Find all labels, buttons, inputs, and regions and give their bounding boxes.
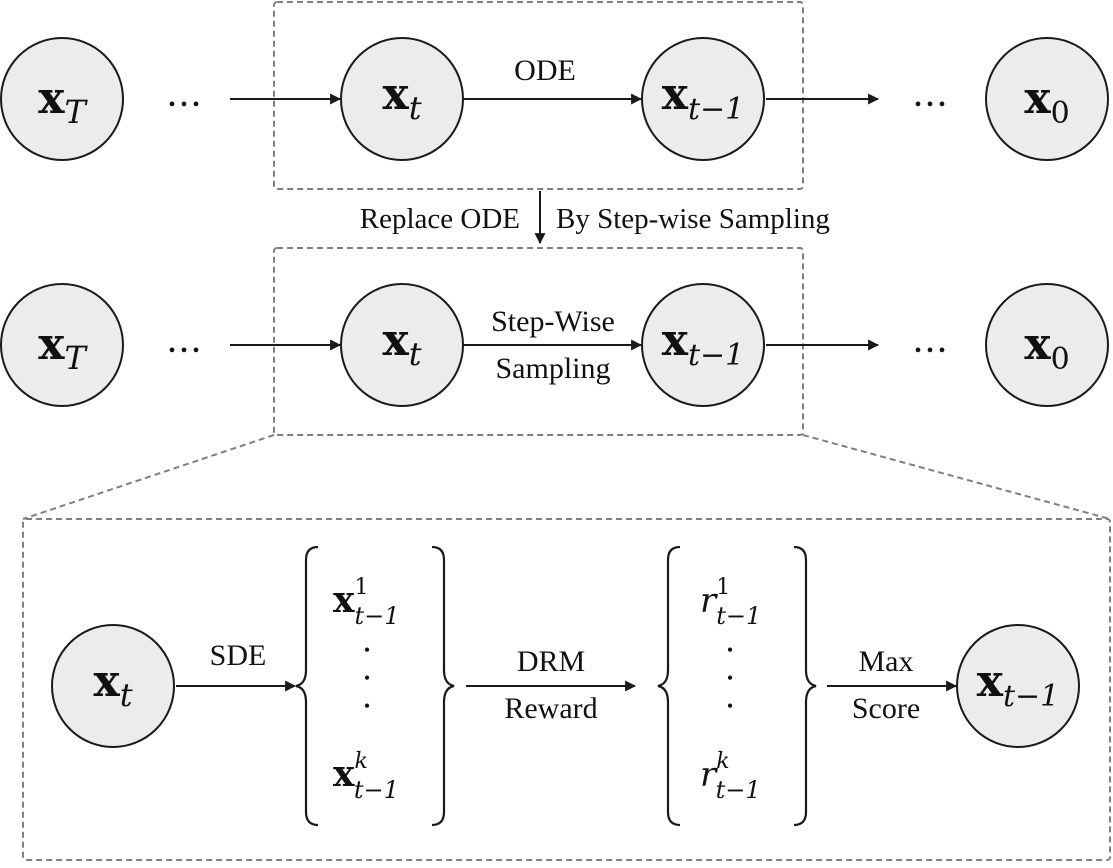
node-x-0-top-label: x0 [1024, 73, 1069, 131]
node-x-T-top [0, 37, 124, 161]
node-x-0-top [985, 37, 1109, 161]
label-stepwise-1: Step-Wise [491, 305, 615, 338]
vdot-reward-1: • [727, 640, 733, 660]
ellipsis-top-right: • • • [914, 94, 945, 116]
node-x-t-1-middle [641, 283, 765, 407]
top-highlight-box [273, 1, 804, 190]
vdot-sample-3: • [364, 696, 370, 716]
left-brace-samples [295, 545, 319, 827]
ellipsis-top-left: • • • [168, 94, 199, 116]
label-stepwise-2: Sampling [495, 352, 610, 385]
middle-highlight-box [273, 247, 804, 436]
node-x-t-top-label: xt [382, 69, 421, 127]
node-x-t-top [340, 37, 464, 161]
node-x-0-middle [985, 283, 1109, 407]
node-x-0-middle-label: x0 [1024, 319, 1069, 377]
right-brace-rewards [793, 545, 817, 827]
node-x-t-middle [340, 283, 464, 407]
label-replace-ode: Replace ODE [360, 203, 520, 235]
node-x-t-middle-label: xt [382, 315, 421, 373]
zoom-line-left [22, 434, 275, 520]
ellipsis-middle-left: • • • [168, 340, 199, 362]
node-x-T-middle-label: xT [38, 319, 88, 377]
left-brace-rewards [657, 545, 681, 827]
node-x-t-1-detail [956, 624, 1080, 748]
vdot-sample-1: • [364, 640, 370, 660]
label-score: Score [852, 692, 920, 725]
right-brace-samples [431, 545, 455, 827]
node-x-t-detail [51, 624, 175, 748]
label-ode: ODE [514, 54, 576, 87]
zoom-line-right [802, 434, 1111, 520]
detail-box [22, 518, 1111, 861]
node-x-T-top-label: xT [38, 73, 88, 131]
label-reward: Reward [504, 692, 597, 725]
node-x-t-detail-label: xt [93, 656, 132, 714]
label-max: Max [859, 645, 914, 678]
ellipsis-middle-right: • • • [914, 340, 945, 362]
label-by-stepwise: By Step-wise Sampling [556, 203, 830, 235]
node-x-t-1-middle-label: xt−1 [662, 315, 745, 373]
vdot-sample-2: • [364, 668, 370, 688]
vdot-reward-2: • [727, 668, 733, 688]
node-x-T-middle [0, 283, 124, 407]
label-drm: DRM [517, 645, 585, 678]
node-x-t-1-top-label: xt−1 [662, 69, 745, 127]
label-sde: SDE [210, 639, 267, 672]
node-x-t-1-detail-label: xt−1 [977, 656, 1060, 714]
vdot-reward-3: • [727, 696, 733, 716]
node-x-t-1-top [641, 37, 765, 161]
